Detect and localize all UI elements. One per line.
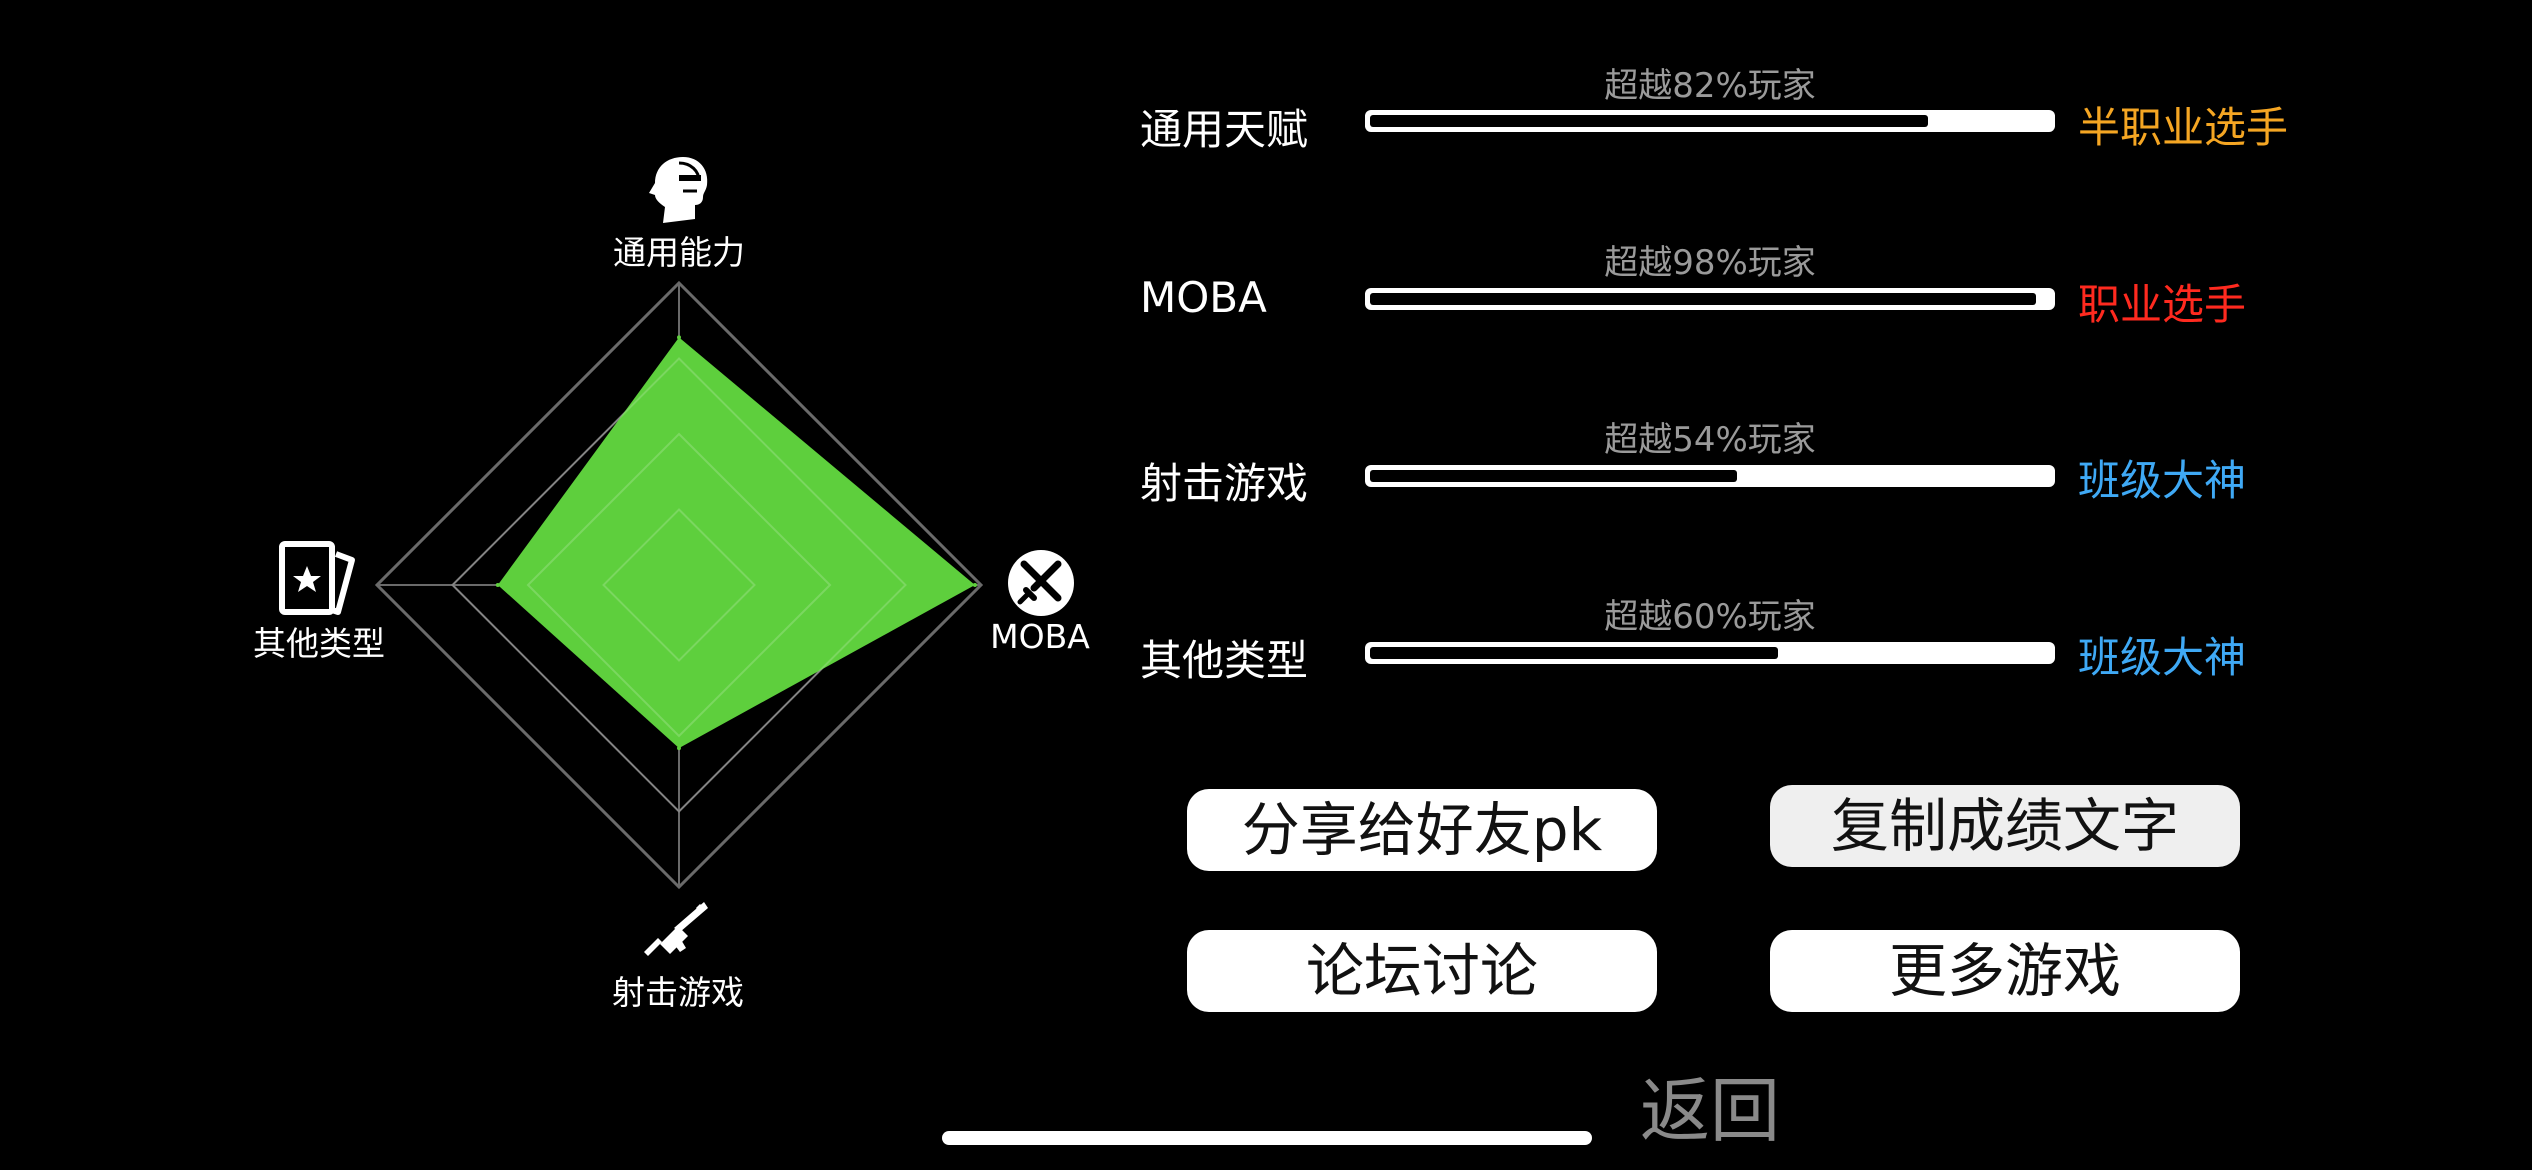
- progress-fill: [1370, 470, 1738, 482]
- radar-grid-overlay: [602, 508, 756, 662]
- radar-point-top: [677, 335, 681, 340]
- radar-chart: [374, 280, 984, 890]
- axis-label-general: 通用能力: [613, 233, 745, 272]
- rank-label: 职业选手: [2078, 280, 2247, 329]
- progress-bar: [1365, 465, 2055, 487]
- radar-grid-overlay: [526, 432, 832, 738]
- human-head-icon: [649, 157, 708, 223]
- radar-point-bottom: [677, 746, 681, 751]
- radar-data-area: [497, 337, 975, 749]
- category-label: MOBA: [1140, 273, 1267, 322]
- axis-label-other: 其他类型: [253, 624, 385, 663]
- back-button[interactable]: 返回: [1640, 1070, 1780, 1152]
- category-label: 通用天赋: [1140, 105, 1309, 154]
- crossed-swords-icon: [1008, 550, 1074, 616]
- rank-label: 班级大神: [2078, 633, 2247, 682]
- radar-grid-overlay: [451, 357, 907, 813]
- progress-bar: [1365, 642, 2055, 664]
- category-label: 射击游戏: [1140, 459, 1309, 508]
- axis-label-moba: MOBA: [990, 617, 1090, 656]
- home-indicator[interactable]: [942, 1131, 1592, 1145]
- copy-results-button[interactable]: 复制成绩文字: [1770, 785, 2240, 867]
- rank-label: 班级大神: [2078, 456, 2247, 505]
- axis-label-shooter: 射击游戏: [612, 973, 744, 1012]
- star-card-icon: [279, 541, 355, 615]
- percentile-label: 超越54%玩家: [1604, 420, 1816, 460]
- progress-fill: [1370, 293, 2037, 305]
- percentile-label: 超越60%玩家: [1604, 597, 1816, 637]
- radar-point-right: [972, 583, 977, 587]
- category-label: 其他类型: [1140, 636, 1309, 685]
- radar-point-left: [495, 583, 500, 587]
- rank-label: 半职业选手: [2078, 103, 2289, 152]
- percentile-label: 超越98%玩家: [1604, 243, 1816, 283]
- forum-button[interactable]: 论坛讨论: [1187, 930, 1657, 1012]
- progress-bar: [1365, 288, 2055, 310]
- share-button[interactable]: 分享给好友pk: [1187, 789, 1657, 871]
- progress-fill: [1370, 647, 1778, 659]
- percentile-label: 超越82%玩家: [1604, 66, 1816, 106]
- rifle-icon: [644, 902, 708, 956]
- more-games-button[interactable]: 更多游戏: [1770, 930, 2240, 1012]
- progress-bar: [1365, 110, 2055, 132]
- progress-fill: [1370, 115, 1928, 127]
